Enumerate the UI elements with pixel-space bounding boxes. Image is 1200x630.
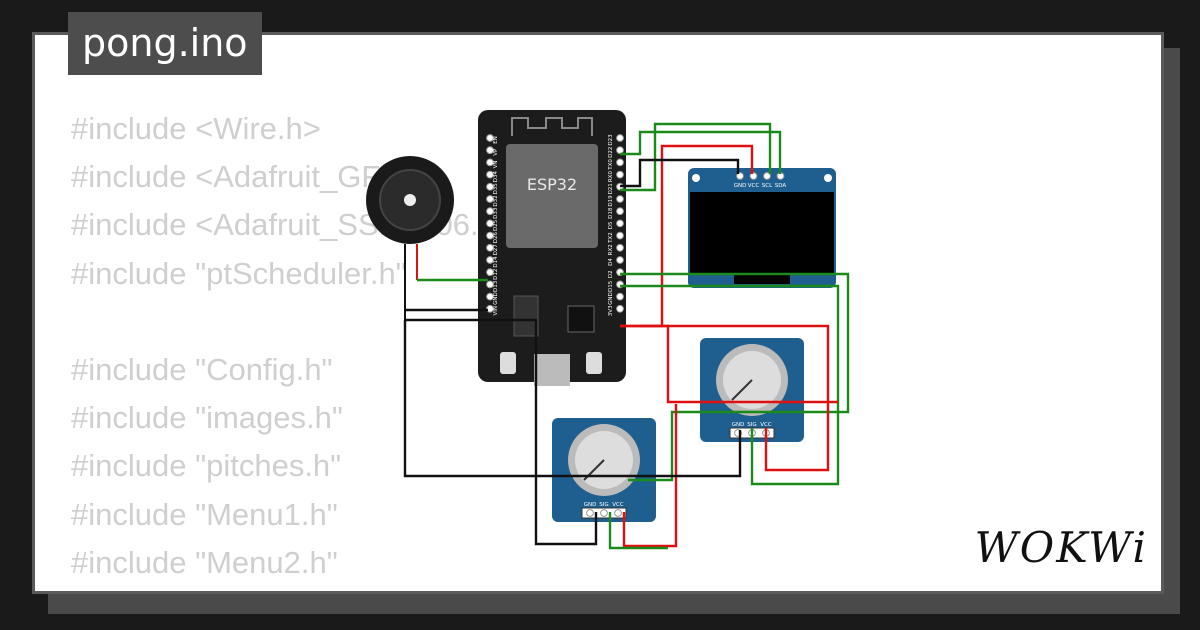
esp32-pin-label: VP — [493, 148, 499, 156]
esp32-pin-label: D12 — [493, 269, 499, 280]
code-line: #include "Menu2.h" — [71, 544, 338, 580]
esp32-pin-d34[interactable] — [486, 170, 494, 179]
oled-pin-scl[interactable] — [763, 172, 771, 180]
esp32-pin-gnd[interactable] — [616, 292, 624, 301]
esp32-pin-d26[interactable] — [486, 231, 494, 240]
esp32-pin-label: D15 — [608, 280, 614, 292]
oled-pin-label: VCC — [748, 183, 760, 189]
esp32-pin-label: D35 — [493, 183, 499, 195]
pot2-pin-label: GND — [584, 502, 597, 508]
esp32-pin-label: D4 — [608, 258, 614, 266]
esp32-pin-label: D26 — [493, 231, 499, 243]
oled-pin-label: SDA — [775, 183, 787, 189]
esp32-pin-label: D34 — [493, 170, 499, 182]
esp32-pin-label: D27 — [493, 244, 499, 256]
pot2-pin-label: VCC — [612, 502, 624, 508]
esp32-pin-label: D13 — [493, 280, 499, 292]
esp32-pin-rx2[interactable] — [616, 243, 624, 252]
esp32-pin-label: D18 — [608, 207, 614, 219]
esp32-pin-d12[interactable] — [486, 268, 494, 277]
esp32-pin-label: GND — [608, 292, 614, 305]
esp32-pin-d13[interactable] — [486, 280, 494, 289]
esp32-pin-d35[interactable] — [486, 182, 494, 191]
pot2-pin-vcc[interactable] — [614, 509, 622, 517]
esp32-pin-label: D32 — [493, 195, 499, 206]
esp32-pin-d32[interactable] — [486, 195, 494, 203]
esp32-pin-label: D22 — [608, 147, 614, 158]
code-line: #include "Config.h" — [71, 351, 333, 387]
esp32-pin-label: D21 — [608, 183, 614, 194]
esp32-pin-d27[interactable] — [486, 243, 494, 252]
esp32-pin-d22[interactable] — [616, 146, 624, 155]
esp32-pin-label: D25 — [493, 219, 499, 231]
esp32-pin-label: D2 — [608, 270, 614, 278]
esp32-pin-d23[interactable] — [616, 134, 624, 142]
esp32-pin-vn[interactable] — [486, 158, 494, 167]
code-line: #include <Adafruit_SSD1306.h> — [71, 207, 514, 243]
esp32-pin-label: D14 — [493, 256, 499, 268]
esp32-pin-d19[interactable] — [616, 195, 624, 203]
esp32-pin-3v3[interactable] — [616, 304, 624, 313]
esp32-pin-label: D33 — [493, 207, 499, 219]
pot2-pin-gnd[interactable] — [586, 509, 594, 517]
esp32-pin-label: TX2 — [608, 232, 614, 244]
code-preview: #include <Wire.h>#include <Adafruit_GFX.… — [71, 105, 514, 591]
esp32-pin-label: D5 — [608, 221, 614, 229]
project-title[interactable]: pong.ino — [68, 12, 262, 75]
esp32-pin-rx0[interactable] — [616, 170, 624, 179]
code-line: #include "images.h" — [71, 400, 343, 436]
esp32-label: ESP32 — [527, 175, 577, 194]
esp32-pin-d4[interactable] — [616, 256, 624, 264]
wires — [403, 122, 850, 550]
esp32-pin-label: GND — [493, 292, 499, 305]
pot2-pin-label: SIG — [599, 502, 608, 508]
wokwi-logo: WOKWi — [974, 523, 1148, 572]
code-line: #include "Menu1.h" — [71, 496, 338, 532]
oled-pin-label: SCL — [762, 183, 773, 189]
esp32-pin-tx2[interactable] — [616, 231, 624, 240]
esp32-pin-label: VIN — [493, 306, 499, 316]
esp32-pin-vp[interactable] — [486, 146, 494, 155]
esp32-pin-d5[interactable] — [616, 219, 624, 228]
esp32-pin-d14[interactable] — [486, 256, 494, 264]
pot1-pin-label: GND — [732, 422, 745, 428]
oled-pin-label: GND — [734, 183, 747, 189]
pot1-pin-label: VCC — [760, 422, 772, 428]
esp32-pin-label: TX0 — [608, 159, 614, 171]
pot1-pin-label: SIG — [747, 422, 756, 428]
esp32-pin-label: VN — [493, 160, 499, 168]
code-line: #include <Wire.h> — [71, 111, 321, 146]
esp32-pin-label: RX0 — [608, 171, 614, 183]
code-line: #include "ptScheduler.h" — [71, 255, 407, 291]
buzzer[interactable] — [366, 156, 454, 320]
code-line: #include "pitches.h" — [71, 448, 342, 484]
esp32-board[interactable]: ESP32 ENVPVND34D35D32D33D25D26D27D14D12D… — [478, 110, 626, 386]
esp32-pin-tx0[interactable] — [616, 158, 624, 167]
esp32-pin-en[interactable] — [486, 134, 494, 142]
esp32-pin-label: D19 — [608, 195, 614, 207]
esp32-pin-d33[interactable] — [486, 207, 494, 216]
esp32-pin-label: EN — [493, 136, 499, 144]
oled-pin-vcc[interactable] — [749, 172, 758, 180]
esp32-pin-d18[interactable] — [616, 207, 624, 216]
pot2-pin-sig[interactable] — [600, 509, 608, 517]
esp32-pin-gnd[interactable] — [486, 292, 494, 301]
esp32-pin-label: D23 — [608, 134, 614, 146]
oled-pin-gnd[interactable] — [736, 172, 744, 180]
esp32-pin-label: RX2 — [608, 244, 614, 255]
esp32-pin-d25[interactable] — [486, 219, 494, 228]
esp32-pin-label: 3V3 — [608, 305, 614, 316]
